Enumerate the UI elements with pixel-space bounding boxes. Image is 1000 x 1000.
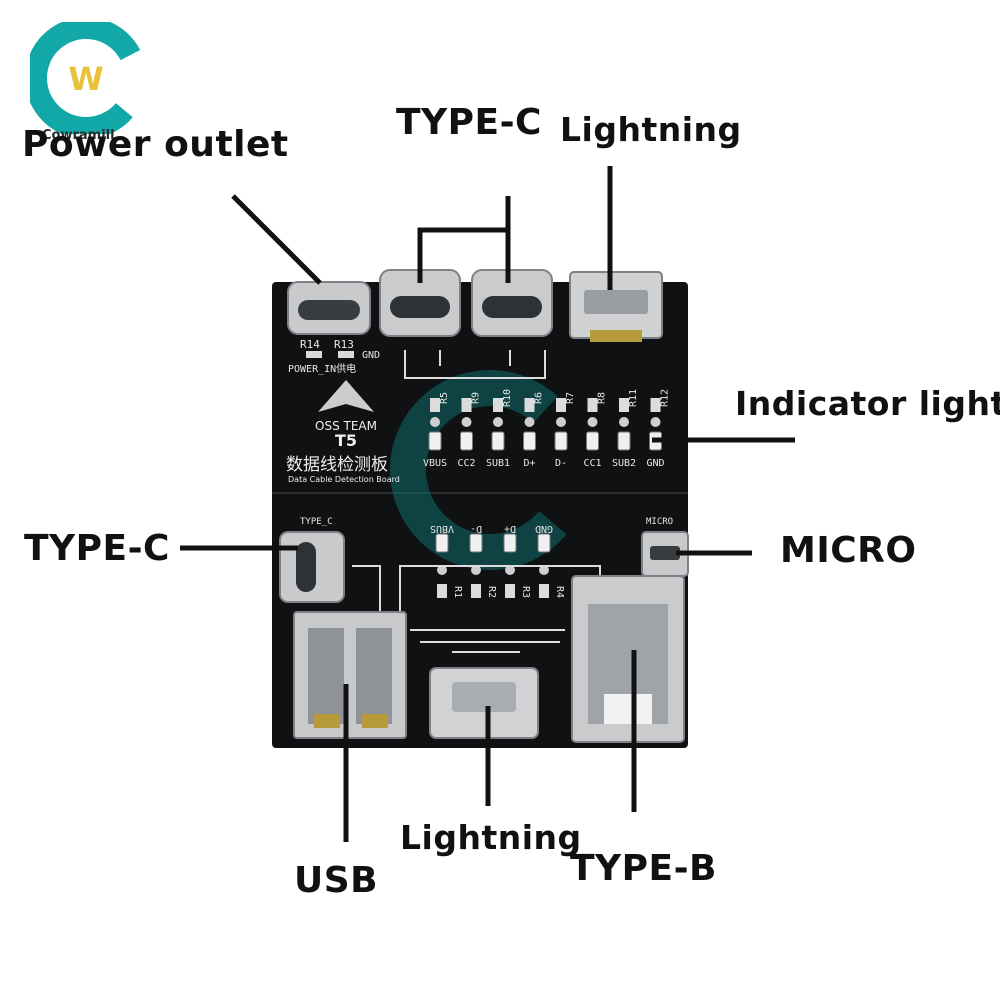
top-led [428, 431, 442, 451]
logo-letter: W [68, 60, 103, 98]
bottom-resistor-row: R1 R2 R3 R4 [437, 584, 565, 598]
team-label: OSS TEAM [315, 419, 377, 433]
bottom-resistor-label: R1 [452, 586, 463, 598]
type-c-port-top-1 [379, 269, 461, 337]
top-resistor [461, 398, 472, 412]
top-resistor [556, 398, 566, 412]
top-resistor-label: R11 [628, 389, 639, 407]
top-led-row [428, 417, 662, 451]
bottom-led [503, 533, 517, 553]
bottom-led-label: VBUS [430, 523, 454, 534]
brand-logo: W [30, 22, 142, 134]
top-led-label: CC2 [457, 458, 475, 469]
top-led-dot [619, 417, 629, 427]
callout-indicator-light: Indicator light [735, 384, 1000, 423]
bottom-led [469, 533, 483, 553]
top-resistor [524, 398, 535, 412]
bottom-led-label: GND [535, 523, 553, 534]
bottom-led [435, 533, 449, 553]
top-led [491, 431, 505, 451]
top-led-dot [493, 417, 503, 427]
top-led [460, 431, 473, 451]
top-led-label: VBUS [423, 458, 447, 469]
top-resistor-label: R12 [660, 389, 671, 407]
top-resistor-label: R5 [439, 392, 450, 404]
brand-name: Cowramill [42, 128, 115, 143]
bottom-led-dot [539, 565, 549, 575]
bottom-resistor-label: R4 [554, 586, 565, 598]
bottom-led-label: D- [470, 523, 482, 534]
top-led-dot [430, 417, 440, 427]
power-in-label: POWER_IN供电 [288, 362, 356, 375]
top-resistor-label: R8 [597, 392, 608, 404]
top-led-dot [524, 417, 535, 427]
top-resistor [430, 398, 440, 412]
top-led-label: SUB2 [612, 458, 636, 469]
lightning-port-bottom [429, 667, 539, 739]
top-led-label: D+ [523, 458, 535, 469]
top-resistor [587, 398, 598, 412]
bottom-led-label: D+ [504, 523, 516, 534]
top-led-labels: VBUS CC2 SUB1 D+ D- CC1 SUB2 GND [423, 458, 665, 469]
model-label: T5 [335, 431, 357, 450]
top-led [554, 431, 568, 451]
r13-label: R13 [334, 338, 354, 351]
top-resistor-label: R9 [471, 392, 482, 404]
oss-team-emblem: OSS TEAM T5 [315, 380, 377, 450]
bottom-led-dot [471, 565, 481, 575]
bottom-resistor [437, 584, 447, 598]
r14-label: R14 [300, 338, 320, 351]
top-led-dot [650, 417, 661, 427]
top-led [586, 431, 599, 451]
bottom-led-dot [505, 565, 515, 575]
top-resistor-row: R5 R9 R10 R6 R7 R8 R11 R12 [430, 389, 671, 412]
bottom-resistor-label: R2 [486, 586, 497, 598]
callout-leaders [180, 166, 795, 842]
callout-usb: USB [294, 860, 379, 901]
top-led [617, 431, 631, 451]
top-led-dot [587, 417, 598, 427]
callout-type-c-left: TYPE-C [24, 528, 170, 569]
type-c-port-left [279, 531, 345, 603]
callout-power-outlet: Power outlet [22, 124, 289, 165]
bottom-resistor [505, 584, 515, 598]
top-led-label: GND [646, 458, 664, 469]
top-resistor [619, 398, 629, 412]
top-resistor-label: R7 [565, 392, 576, 404]
top-led [523, 431, 536, 451]
top-led-dot [556, 417, 566, 427]
top-resistor-label: R10 [502, 389, 513, 407]
bottom-resistor-label: R3 [520, 586, 531, 598]
top-led-label: CC1 [583, 458, 601, 469]
bottom-led-row [435, 533, 551, 575]
lightning-port-top [569, 271, 663, 342]
type-c-port-top-2 [471, 269, 553, 337]
bottom-resistor [471, 584, 481, 598]
top-led-label: SUB1 [486, 458, 510, 469]
power-port [287, 281, 371, 335]
top-resistor-label: R6 [534, 392, 545, 404]
type-b-port [571, 575, 685, 743]
usb-a-port [293, 611, 407, 739]
power-gnd-label: GND [362, 350, 380, 361]
callout-lightning-top: Lightning [560, 110, 742, 149]
top-resistor [493, 398, 503, 412]
callout-type-b: TYPE-B [570, 848, 717, 889]
bottom-led-labels: VBUS D- D+ GND [430, 523, 553, 534]
top-led-dot [461, 417, 472, 427]
micro-port-label: MICRO [646, 517, 673, 527]
board-title-en: Data Cable Detection Board [288, 475, 400, 484]
top-resistor [650, 398, 661, 412]
bottom-led [537, 533, 551, 553]
bottom-resistor [539, 584, 549, 598]
callout-type-c-top: TYPE-C [396, 102, 542, 143]
bottom-led-dot [437, 565, 447, 575]
type-c-port-label: TYPE_C [300, 517, 333, 527]
board-title-cn: 数据线检测板 [286, 455, 388, 475]
callout-micro: MICRO [780, 530, 917, 571]
callout-lightning-bottom: Lightning [400, 818, 582, 857]
top-led-label: D- [555, 458, 567, 469]
